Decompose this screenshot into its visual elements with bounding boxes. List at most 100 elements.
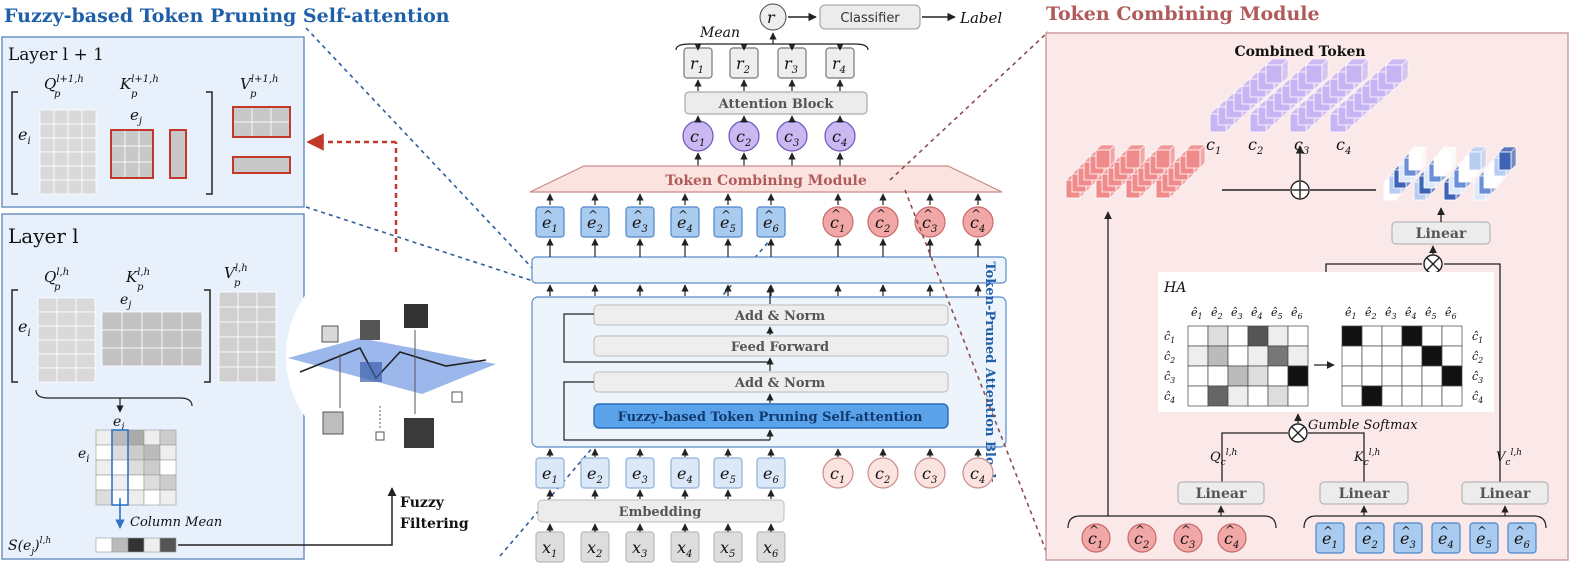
matrix-cell — [101, 347, 123, 367]
c-token-2: c2 — [728, 120, 760, 152]
matrix-cell — [124, 161, 140, 179]
ha-col-label: ê6 — [1291, 306, 1303, 321]
vc-label: Vcl,h — [1496, 448, 1522, 468]
matrix-cell — [81, 123, 97, 139]
svg-text:^: ^ — [678, 208, 688, 222]
ha-cell — [1381, 365, 1403, 387]
svg-text:^: ^ — [1401, 524, 1411, 538]
left-panel-title: Fuzzy-based Token Pruning Self-attention — [4, 5, 450, 27]
k-slice — [169, 129, 187, 179]
ha-cell — [1341, 345, 1363, 367]
x-token-1: x1 — [535, 531, 565, 563]
token-combining-trapezoid — [529, 165, 1003, 193]
attention-cell — [127, 474, 145, 491]
matrix-cell — [67, 123, 83, 139]
matrix-cell — [56, 311, 77, 327]
fuzzy-attention-box — [593, 403, 949, 429]
svg-text:^: ^ — [923, 207, 933, 221]
matrix-cell — [121, 311, 143, 331]
matrix-cell — [237, 336, 258, 353]
attention-cell — [95, 474, 113, 491]
svg-text:^: ^ — [633, 208, 643, 222]
ha-cell — [1267, 365, 1289, 387]
matrix-outline — [110, 129, 154, 179]
ha-cell — [1287, 325, 1309, 347]
ha-cell — [1247, 325, 1269, 347]
e-token-5: e5 — [713, 457, 743, 489]
c-token-4: c4 — [824, 120, 856, 152]
svg-text:^: ^ — [971, 207, 981, 221]
matrix-cell — [256, 291, 277, 308]
e-token-1: e1 — [535, 457, 565, 489]
ha-row-label: ĉ4 — [1472, 390, 1483, 405]
matrix-cell — [138, 145, 154, 163]
ehat-token-row: e1^e2^e3^e4^e5^e6^ — [535, 193, 786, 238]
matrix-cell — [81, 165, 97, 181]
matrix-cell — [37, 367, 58, 383]
ha-cell — [1207, 365, 1229, 387]
feed-forward-label: Feed Forward — [731, 340, 829, 355]
ha-cell — [1287, 385, 1309, 407]
ha-cell — [1361, 325, 1383, 347]
q-matrix-bottom — [37, 297, 96, 383]
ej-top: ej — [130, 106, 142, 127]
score-label: S(ej)l,h — [8, 536, 51, 557]
add-norm-bottom-label: Add & Norm — [734, 376, 825, 391]
e-token-2: e2 — [580, 457, 610, 489]
matrix-cell — [67, 165, 83, 181]
c-token-1: c1 — [682, 120, 714, 152]
k-bottom-sub: p — [137, 282, 144, 293]
v-matrix-bottom — [218, 291, 277, 383]
attention-cell — [159, 429, 177, 446]
k-top-sub: p — [131, 89, 138, 100]
ha-cell — [1187, 385, 1209, 407]
matrix-cell — [237, 291, 258, 308]
bracket-left-bottom — [11, 289, 18, 383]
right-panel-title: Token Combining Module — [1046, 3, 1320, 25]
matrix-cell — [218, 306, 239, 323]
ha-row-label: ĉ1 — [1164, 330, 1175, 345]
matrix-cell — [75, 297, 96, 313]
ehat-token-3: e3^ — [625, 206, 655, 238]
score-cell — [127, 537, 145, 553]
q-matrix-top — [39, 109, 97, 195]
attention-cell — [111, 459, 129, 476]
attention-cell — [159, 489, 177, 506]
ha-cell — [1267, 345, 1289, 367]
svg-text:^: ^ — [1515, 524, 1525, 538]
ha-cell — [1441, 365, 1463, 387]
svg-text:^: ^ — [876, 207, 886, 221]
matrix-cell — [39, 165, 55, 181]
v-top-label: Vl+1,h — [240, 74, 278, 93]
ha-cell — [1187, 325, 1209, 347]
matrix-cell — [81, 179, 97, 195]
connector-4 — [889, 31, 1049, 181]
v-top-sub: p — [250, 89, 257, 100]
ha-col-label: ê5 — [1425, 306, 1437, 321]
ha-cell — [1341, 325, 1363, 347]
ha-cell — [1227, 345, 1249, 367]
attention-cell — [111, 429, 129, 446]
fuzzy-label-2: Filtering — [400, 516, 469, 532]
matrix-cell — [141, 347, 163, 367]
ha-matrix-right — [1341, 325, 1463, 407]
q-bottom-label: Ql,h — [44, 267, 69, 286]
connector-2 — [305, 206, 537, 283]
mean-label: Mean — [699, 25, 740, 41]
svg-text:^: ^ — [543, 208, 553, 222]
ha-cell — [1227, 365, 1249, 387]
matrix-cell — [56, 339, 77, 355]
add-norm-top-label: Add & Norm — [734, 309, 825, 324]
matrix-cell — [121, 347, 143, 367]
bracket-right-top — [206, 91, 213, 195]
ha-row-label: ĉ4 — [1164, 390, 1175, 405]
linear-v-label: Linear — [1480, 486, 1531, 502]
matrix-cell — [237, 321, 258, 338]
matrix-cell — [232, 121, 253, 138]
matrix-cell — [218, 291, 239, 308]
matrix-cell — [39, 151, 55, 167]
matrix-cell — [37, 353, 58, 369]
ehat-bottom-2: e2^ — [1355, 522, 1385, 554]
